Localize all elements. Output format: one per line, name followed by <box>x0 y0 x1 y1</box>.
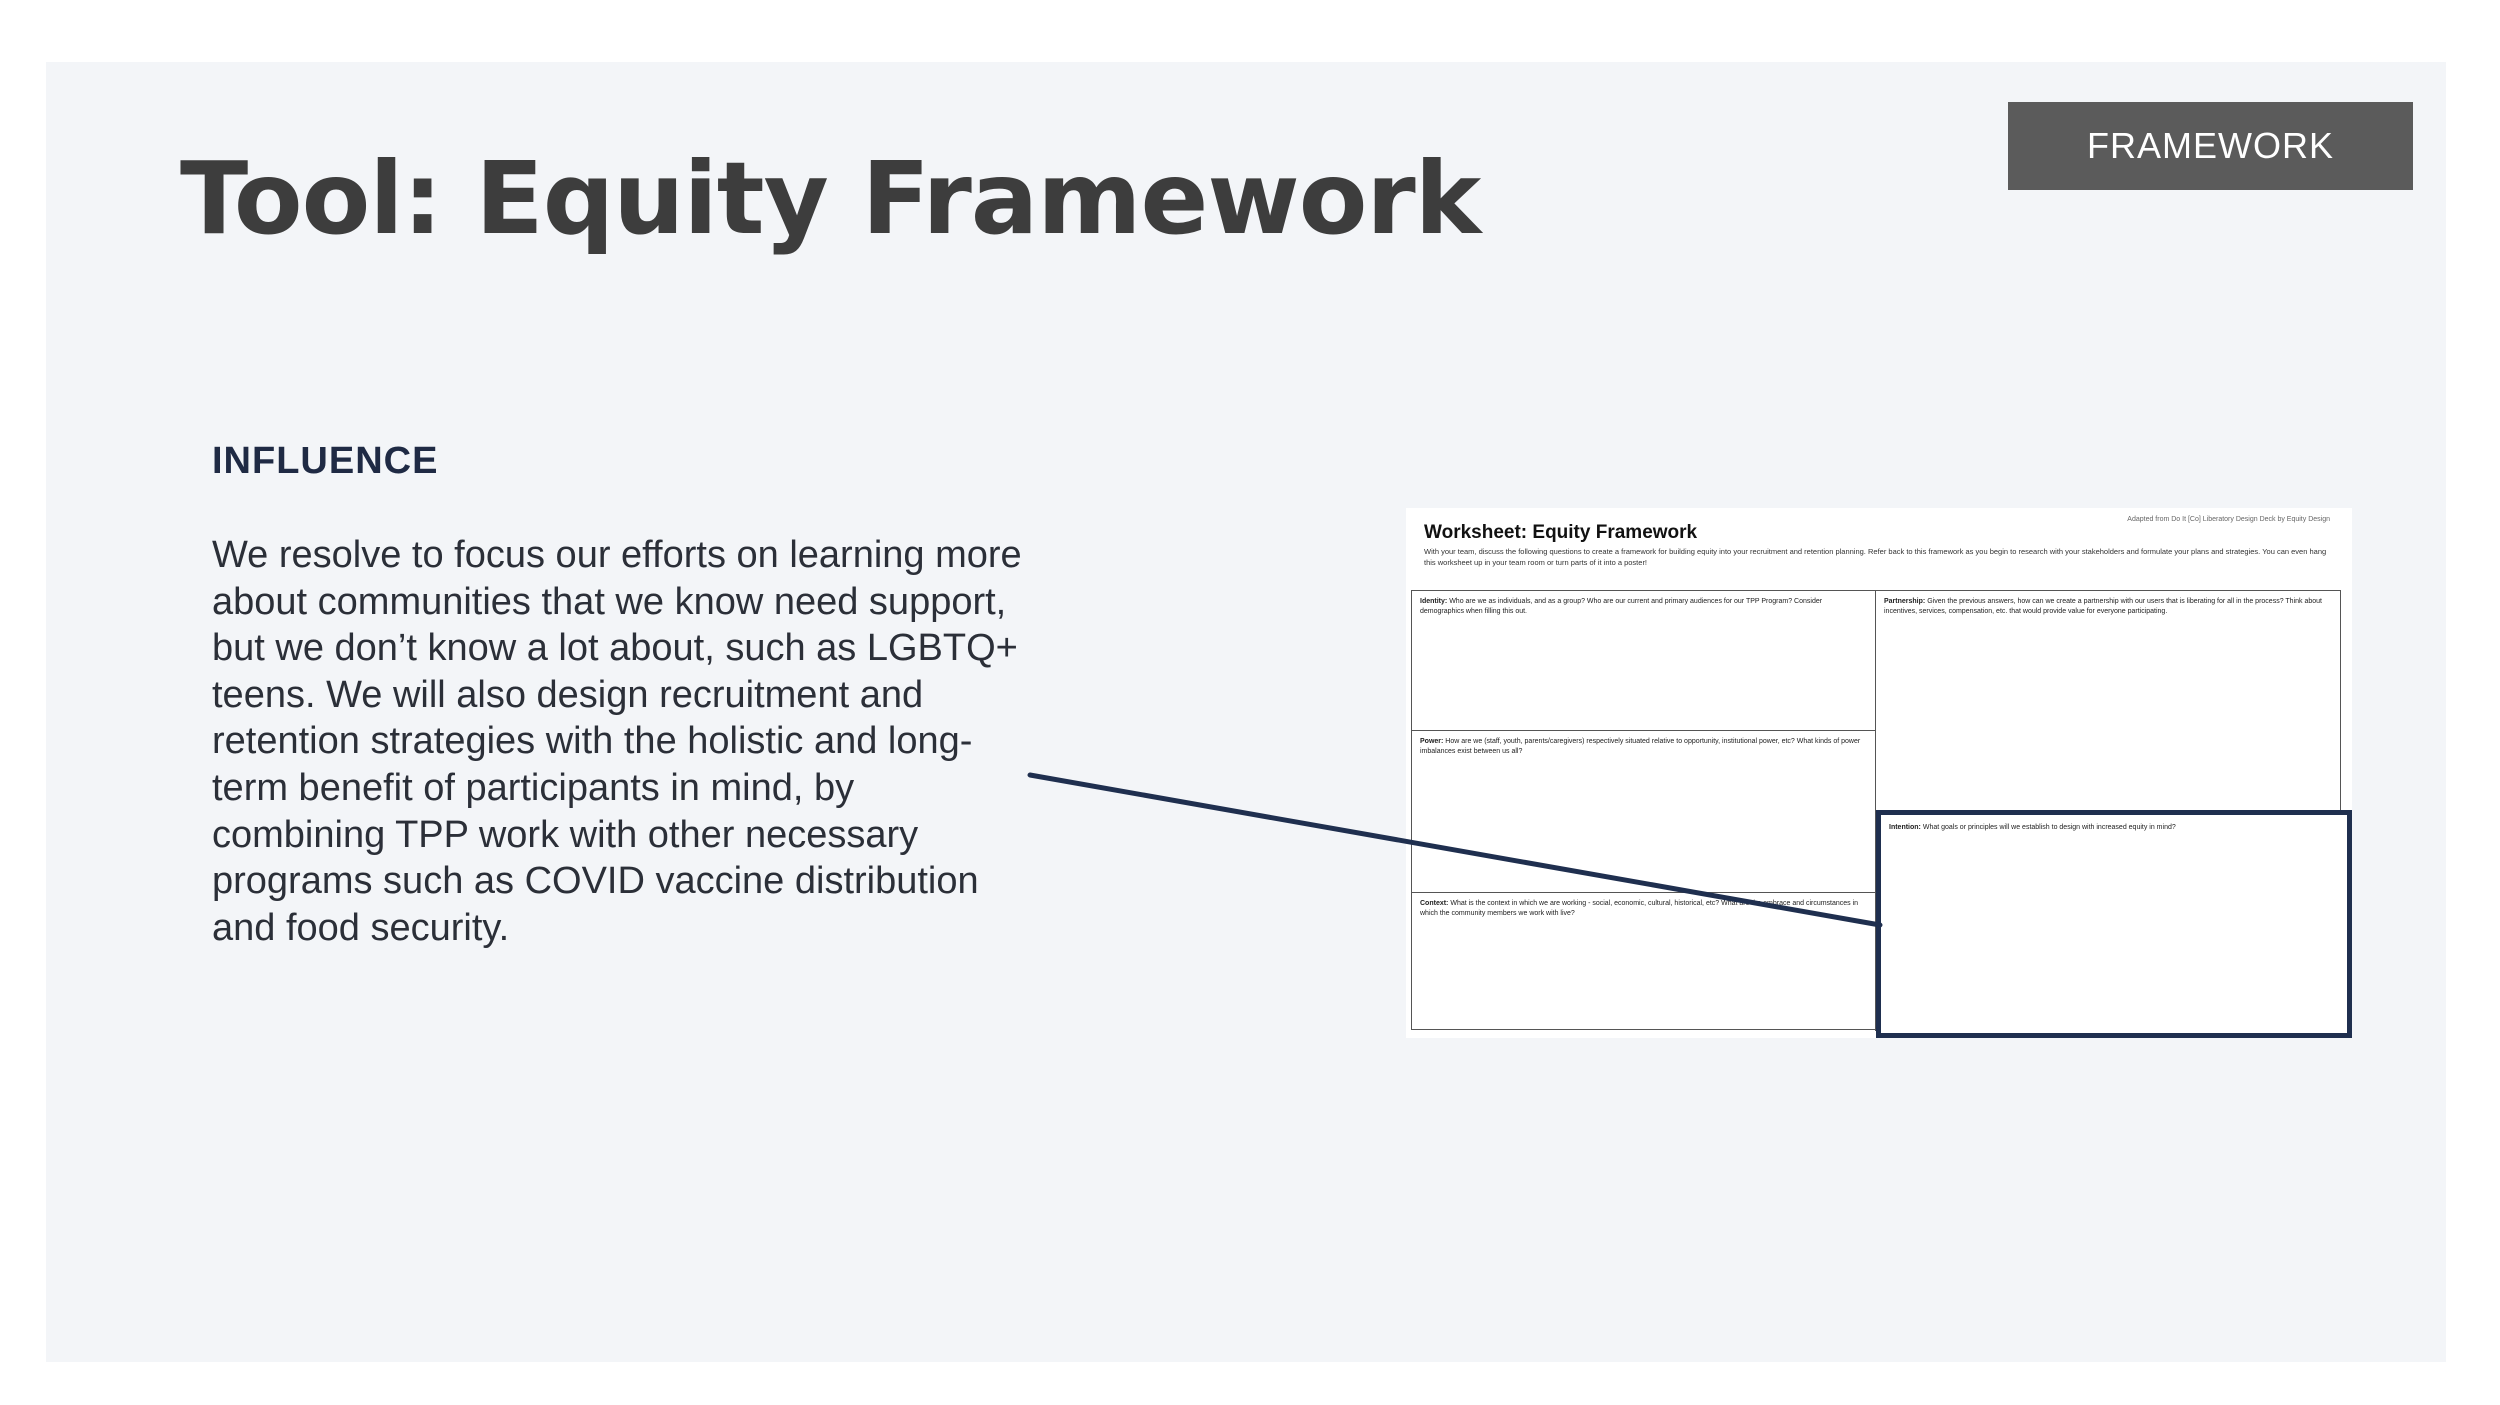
worksheet-cell-context: Context: What is the context in which we… <box>1412 893 1876 1031</box>
worksheet-cell-intention-highlight: Intention: What goals or principles will… <box>1876 810 2352 1038</box>
intention-label: Intention: <box>1889 824 1921 831</box>
partnership-label: Partnership: <box>1884 598 1926 605</box>
body-paragraph: We resolve to focus our efforts on learn… <box>212 534 1022 949</box>
worksheet-cell-identity: Identity: Who are we as individuals, and… <box>1412 591 1876 731</box>
worksheet-credit: Adapted from Do It [Co] Liberatory Desig… <box>2127 516 2330 523</box>
worksheet-title: Worksheet: Equity Framework <box>1424 522 1698 543</box>
power-label: Power: <box>1420 738 1444 745</box>
framework-badge: FRAMEWORK <box>2008 102 2413 190</box>
context-text: What is the context in which we are work… <box>1420 900 1859 917</box>
worksheet-intro: With your team, discuss the following qu… <box>1424 547 2327 567</box>
section-heading: INFLUENCE <box>212 440 439 482</box>
identity-text: Who are we as individuals, and as a grou… <box>1420 598 1823 615</box>
intention-text: What goals or principles will we establi… <box>1922 824 2176 831</box>
slide-title: Tool: Equity Framework <box>180 140 1481 257</box>
identity-label: Identity: <box>1420 598 1448 605</box>
power-text: How are we (staff, youth, parents/caregi… <box>1420 738 1861 755</box>
context-label: Context: <box>1420 900 1449 907</box>
worksheet-cell-power: Power: How are we (staff, youth, parents… <box>1412 731 1876 893</box>
partnership-text: Given the previous answers, how can we c… <box>1884 598 2322 615</box>
worksheet-grid: Identity: Who are we as individuals, and… <box>1411 590 2342 1031</box>
worksheet-cell-partnership: Partnership: Given the previous answers,… <box>1876 591 2342 809</box>
